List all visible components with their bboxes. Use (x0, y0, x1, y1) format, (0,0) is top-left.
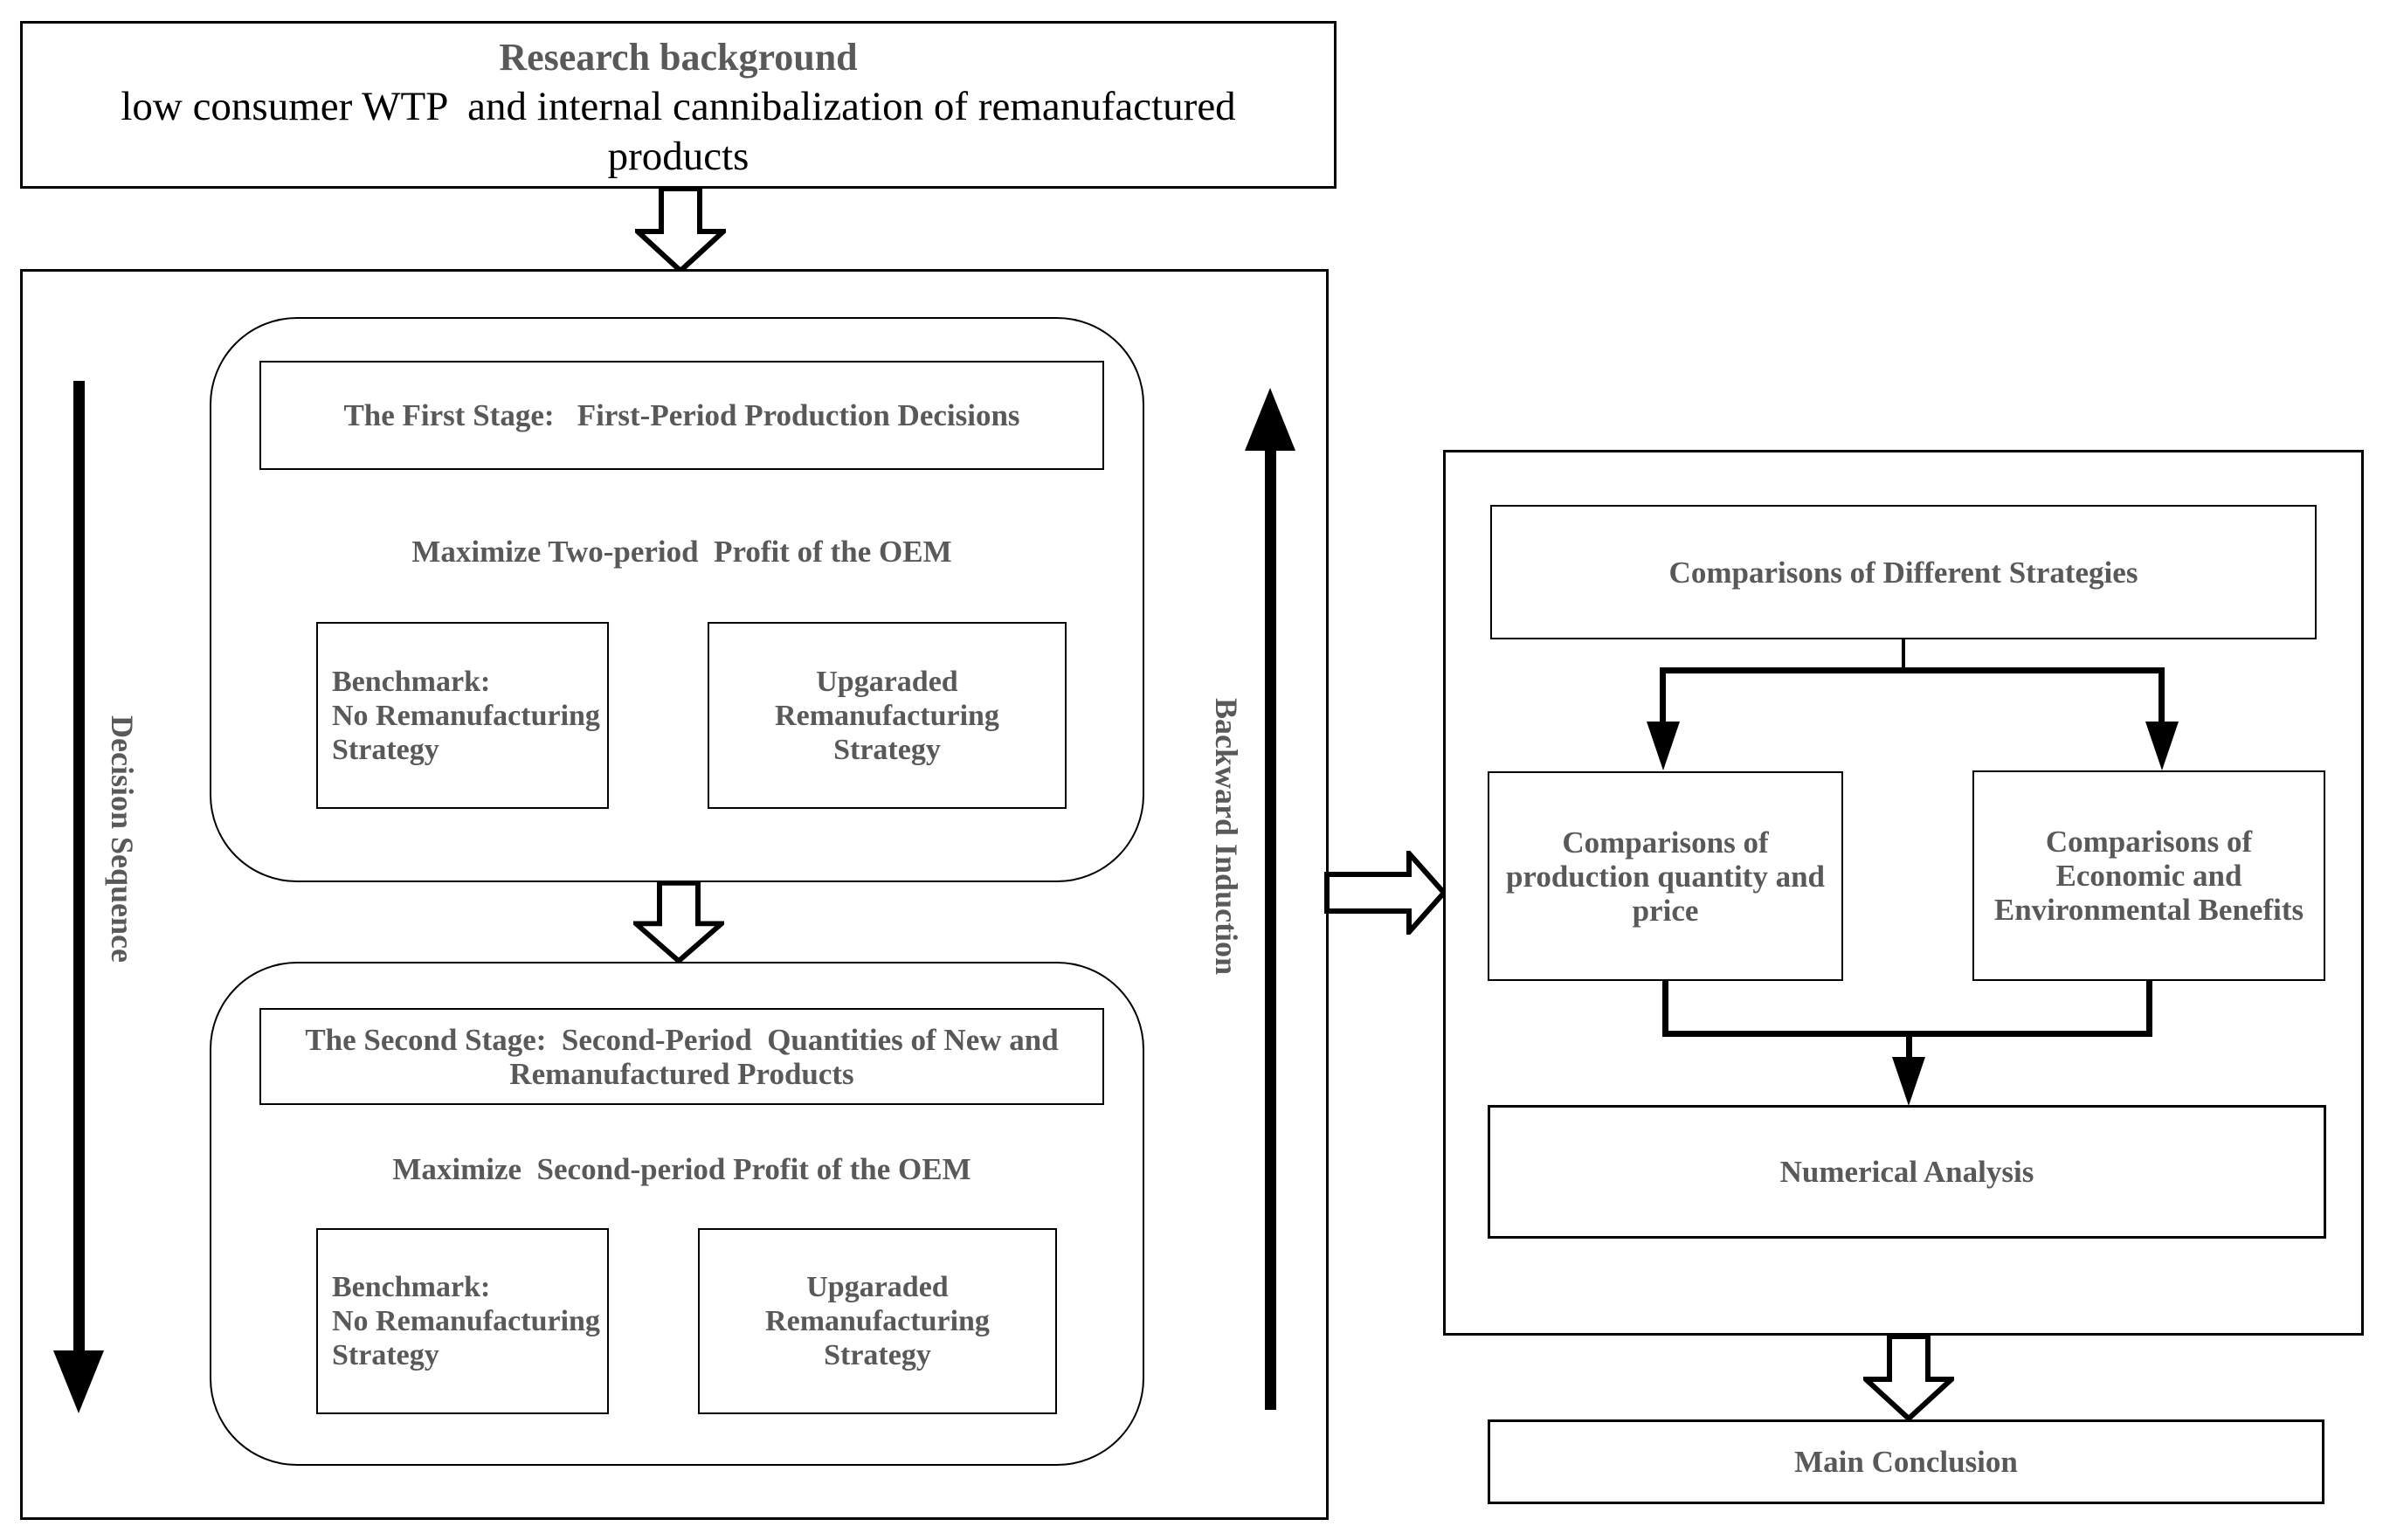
stage2-objective-text: Maximize Second-period Profit of the OEM (392, 1151, 971, 1186)
stage1-objective: Maximize Two-period Profit of the OEM (259, 525, 1104, 577)
connector-line (1660, 667, 2165, 673)
backward-induction-label: Backward Induction (1209, 698, 1244, 976)
connector-line (1660, 667, 1666, 725)
backward-induction-arrow-shaft (1265, 449, 1276, 1410)
compare-quantity-text: Comparisons of production quantity and p… (1505, 825, 1826, 928)
stage2-benchmark-box: Benchmark: No Remanufacturing Strategy (316, 1228, 609, 1414)
strategies-comparison-title: Comparisons of Different Strategies (1668, 555, 2138, 590)
arrow-down-icon (633, 880, 724, 963)
arrow-down-icon (635, 186, 726, 273)
arrowhead-down-icon (1892, 1057, 1925, 1106)
strategies-comparison-box: Comparisons of Different Strategies (1490, 505, 2317, 639)
stage1-objective-text: Maximize Two-period Profit of the OEM (411, 534, 952, 569)
stage1-benchmark-box: Benchmark: No Remanufacturing Strategy (316, 622, 609, 809)
connector-line (1906, 1031, 1912, 1060)
connector-line (2159, 667, 2165, 725)
stage1-upgraded-box: Upgaraded Remanufacturing Strategy (708, 622, 1067, 809)
arrow-right-icon (1324, 851, 1447, 935)
main-conclusion-box: Main Conclusion (1488, 1419, 2324, 1504)
compare-benefits-box: Comparisons of Economic and Environmenta… (1972, 770, 2325, 981)
connector-line (1662, 981, 1668, 1037)
stage1-upgraded-text: Upgaraded Remanufacturing Strategy (775, 665, 999, 766)
backward-induction-arrowhead-icon (1245, 388, 1295, 451)
numerical-analysis-box: Numerical Analysis (1488, 1105, 2326, 1239)
stage2-title: The Second Stage: Second-Period Quantiti… (305, 1022, 1059, 1091)
research-background-title: Research background (499, 36, 858, 79)
compare-benefits-text: Comparisons of Economic and Environmenta… (1993, 825, 2304, 927)
stage2-upgraded-box: Upgaraded Remanufacturing Strategy (698, 1228, 1057, 1414)
decision-sequence-arrow-shaft (73, 381, 85, 1352)
connector-line (2146, 981, 2152, 1037)
main-conclusion-text: Main Conclusion (1794, 1445, 2018, 1479)
stage2-benchmark-text: Benchmark: No Remanufacturing Strategy (332, 1271, 600, 1371)
stage2-title-box: The Second Stage: Second-Period Quantiti… (259, 1008, 1104, 1105)
numerical-analysis-text: Numerical Analysis (1779, 1155, 2034, 1189)
arrowhead-down-icon (2145, 722, 2179, 770)
decision-sequence-label: Decision Sequence (105, 715, 140, 963)
compare-quantity-box: Comparisons of production quantity and p… (1488, 771, 1843, 981)
arrow-down-icon (1863, 1334, 1954, 1421)
research-background-text: low consumer WTP and internal cannibaliz… (121, 84, 1236, 179)
connector-line (1902, 639, 1905, 671)
stage1-benchmark-text: Benchmark: No Remanufacturing Strategy (332, 665, 600, 766)
stage1-title: The First Stage: First-Period Production… (343, 398, 1020, 432)
stage2-upgraded-text: Upgaraded Remanufacturing Strategy (765, 1271, 990, 1371)
research-background-box: Research background low consumer WTP and… (20, 21, 1337, 189)
stage1-title-box: The First Stage: First-Period Production… (259, 361, 1104, 470)
stage2-objective: Maximize Second-period Profit of the OEM (259, 1143, 1104, 1195)
arrowhead-down-icon (1647, 722, 1680, 770)
decision-sequence-arrowhead-icon (53, 1350, 104, 1413)
